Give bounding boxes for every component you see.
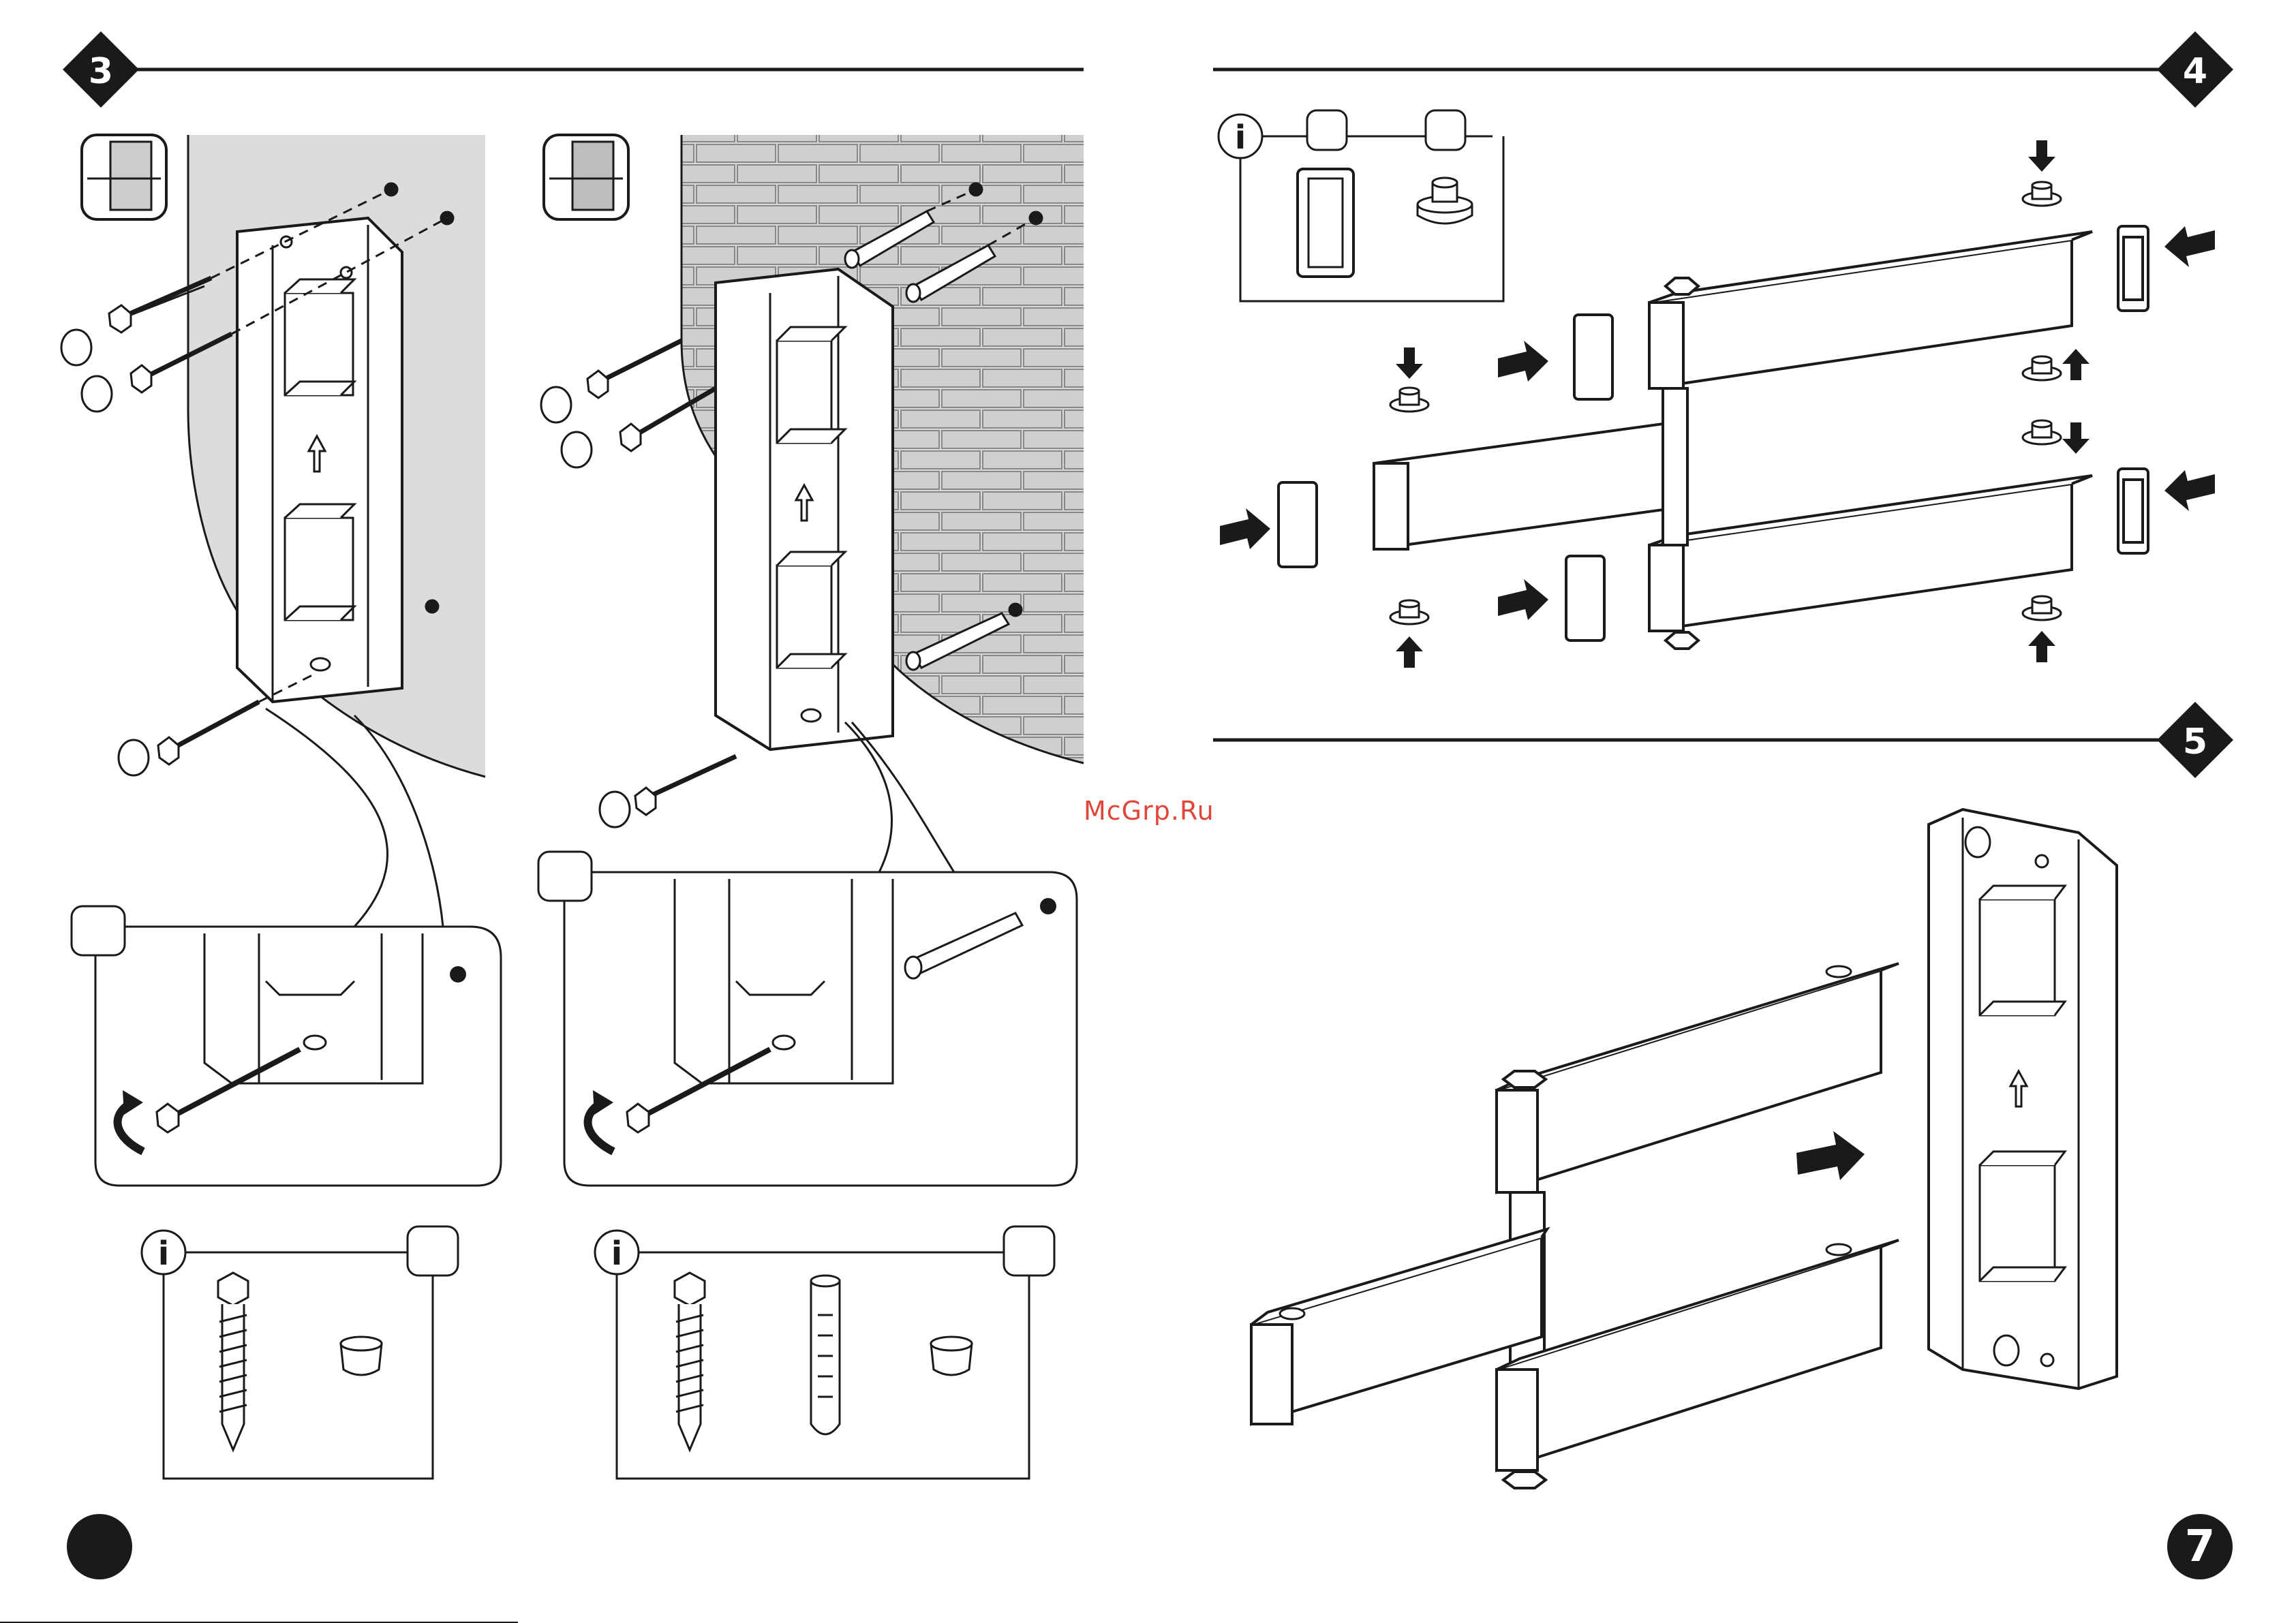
info-box-right: i: [595, 1226, 1054, 1479]
step-5-header: 5: [1213, 702, 2233, 778]
arrow-left-icon: [2164, 226, 2215, 511]
wall-type-icon-concrete: [82, 135, 166, 219]
step-4-header: 4: [1213, 31, 2233, 108]
info-label: i: [1235, 119, 1246, 157]
step-5-number: 5: [2183, 722, 2207, 762]
step-5-wall-plate: [1929, 809, 2117, 1389]
arrow-right-icon: [1796, 1131, 1865, 1180]
info-label: i: [158, 1235, 169, 1273]
rotate-icon: [588, 1090, 613, 1151]
step-5-arm-assembly: [1251, 963, 1899, 1488]
wall-type-icon-brick: [544, 135, 628, 219]
info-label: i: [611, 1235, 622, 1273]
info-box-left: i: [142, 1226, 458, 1479]
rotate-icon: [118, 1090, 143, 1151]
step-4-arm-assembly: [1374, 232, 2092, 649]
step-4-info-box: i: [1219, 110, 1503, 301]
page-number-left: [67, 1514, 132, 1579]
detail-box-left: [72, 709, 501, 1186]
page-number-right: 7: [2167, 1514, 2233, 1579]
step-4-number: 4: [2183, 51, 2207, 92]
watermark: McGrp.Ru: [1084, 796, 1214, 826]
step-3-number: 3: [89, 51, 113, 92]
step-3-header: 3: [63, 31, 1084, 108]
